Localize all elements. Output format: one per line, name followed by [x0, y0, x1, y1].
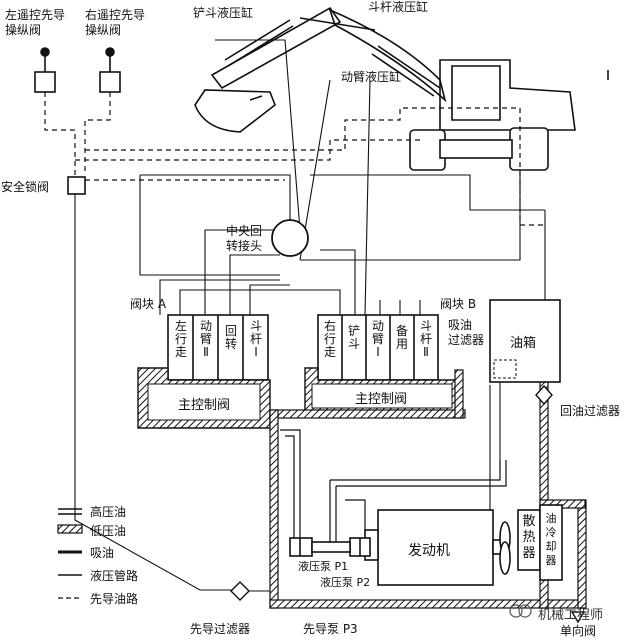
- check-valve-label: 单向阀: [560, 624, 597, 638]
- high-pressure-lines: [280, 429, 507, 545]
- central-swivel-joint-symbol: [271, 219, 309, 257]
- watermark-text: 机械工程师: [538, 608, 604, 623]
- pump-p2-label: 液压泵 P2: [320, 576, 371, 589]
- engine-assembly: [289, 509, 504, 586]
- oil-tank-label: 油箱: [510, 336, 537, 351]
- valve-block-b-label: 阀块 B: [440, 297, 477, 311]
- cooling-assembly: [499, 504, 563, 581]
- pump-p1-label: 液压泵 P1: [298, 560, 349, 573]
- legend-suction: 吸油: [90, 546, 115, 560]
- pilot-filter-symbol: [230, 581, 250, 601]
- valve-section-boom-2: 动 臂 Ⅱ: [199, 319, 212, 359]
- pilot-valves: [34, 47, 121, 93]
- boom-cylinder-label: 动臂液压缸: [341, 70, 402, 84]
- pilot-filter-label: 先导过滤器: [190, 622, 251, 636]
- suction-filter-symbol: [493, 359, 517, 379]
- left-pilot-valve-label: 左遥控先导 操纵阀: [5, 8, 66, 37]
- valve-section-spare: 备 用: [395, 324, 408, 351]
- main-control-valves: [137, 367, 461, 429]
- engine-label: 发动机: [408, 543, 450, 559]
- oil-tank-symbol: [489, 299, 561, 383]
- valve-section-stick-1: 斗 杆 Ⅰ: [249, 319, 262, 359]
- return-filter-label: 回油过滤器: [560, 404, 621, 418]
- oil-cooler-label: 油 冷 却 器: [545, 512, 557, 567]
- valve-section-right-travel: 右 行 走: [323, 319, 336, 359]
- excavator-tracks: [409, 127, 549, 171]
- valve-section-swing: 回 转: [224, 324, 237, 351]
- valve-section-bucket: 铲 斗: [347, 324, 360, 351]
- low-pressure-pipes: [269, 369, 587, 609]
- watermark-logo: [509, 604, 532, 618]
- main-control-valve-b-label: 主控制阀: [355, 392, 408, 407]
- safety-lock-valve-symbol: [67, 176, 86, 195]
- pilot-pump-p3-label: 先导泵 P3: [303, 622, 358, 636]
- check-valve-symbol: [570, 611, 586, 624]
- return-filter-symbol: [535, 384, 553, 406]
- valve-block-a-label: 阀块 A: [130, 297, 167, 311]
- valve-section-left-travel: 左 行 走: [174, 319, 187, 359]
- valve-section-boom-1: 动 臂 Ⅰ: [371, 319, 384, 359]
- safety-lock-valve-label: 安全锁阀: [1, 180, 50, 194]
- radiator-label: 散 热 器: [522, 514, 536, 561]
- central-swivel-joint-label: 中央回 转接头: [226, 224, 263, 253]
- legend-high-pressure: 高压油: [90, 505, 127, 519]
- suction-filter-label: 吸油 过滤器: [448, 318, 485, 347]
- right-pilot-valve-label: 右遥控先导 操纵阀: [85, 8, 146, 37]
- bucket-cylinder-label: 铲斗液压缸: [193, 6, 254, 20]
- valve-block-a: [167, 314, 269, 381]
- stick-cylinder-label: 斗杆液压缸: [368, 0, 429, 14]
- main-control-valve-a-label: 主控制阀: [178, 398, 231, 413]
- excavator-outline: [194, 6, 609, 133]
- legend-pilot-line: 先导油路: [90, 592, 139, 606]
- legend-hydraulic-line: 液压管路: [90, 569, 139, 583]
- valve-section-stick-2: 斗 杆 Ⅱ: [419, 319, 432, 359]
- legend-low-pressure: 低压油: [90, 524, 127, 538]
- hydraulic-lines: [74, 39, 546, 591]
- legend-symbols: [57, 508, 83, 599]
